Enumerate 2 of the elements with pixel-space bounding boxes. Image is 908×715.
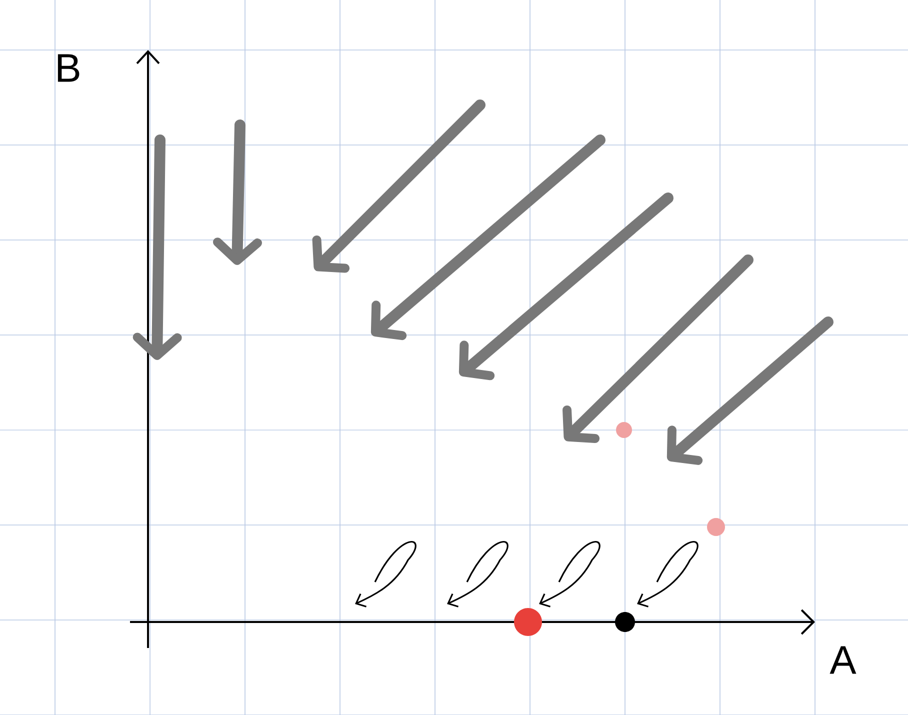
axis-label: B — [58, 54, 80, 82]
axis-label: A — [830, 646, 856, 674]
